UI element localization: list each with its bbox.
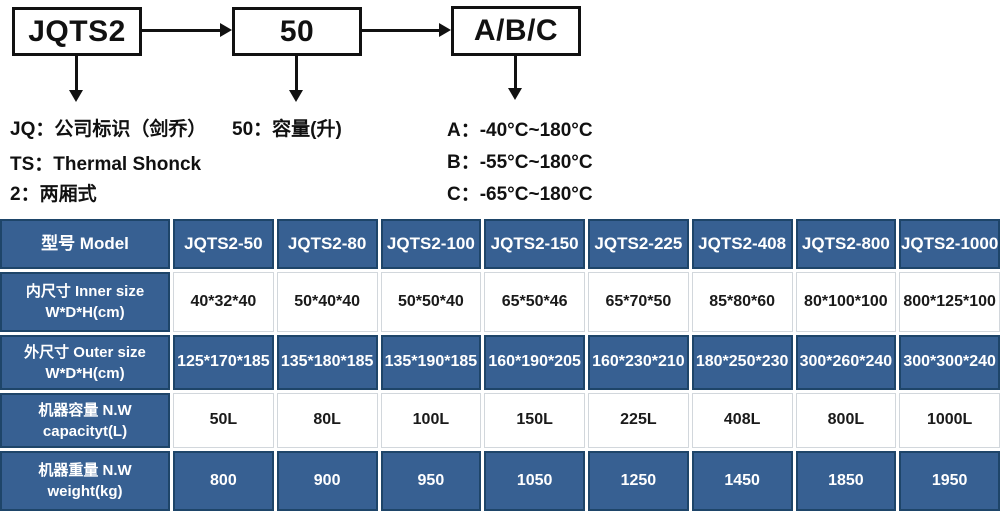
spec-value-cell: 125*170*185 bbox=[173, 335, 274, 390]
capacity-box: 50 bbox=[232, 7, 362, 56]
model-code-diagram: JQTS2 50 A/B/C JQ：公司标识（剑乔） TS：Thermal Sh… bbox=[0, 0, 1000, 219]
arrow-down-icon bbox=[289, 56, 303, 102]
row-label-weight: 机器重量 N.W weight(kg) bbox=[0, 451, 170, 511]
spec-value-cell: 1850 bbox=[795, 451, 897, 511]
spec-value-cell: 225L bbox=[588, 393, 689, 448]
spec-value-cell: 800L bbox=[795, 393, 897, 448]
spec-value-cell: 1950 bbox=[899, 451, 1000, 511]
model-series-box: JQTS2 bbox=[12, 7, 142, 56]
spec-value-cell: 150L bbox=[484, 393, 585, 448]
column-header: JQTS2-800 bbox=[795, 219, 897, 269]
row-label-line: 机器容量 N.W bbox=[38, 401, 132, 419]
column-header-model: 型号 Model bbox=[0, 219, 170, 269]
row-label-line: 机器重量 N.W bbox=[38, 462, 132, 479]
row-label-line: weight(kg) bbox=[47, 483, 123, 500]
spec-value-cell: 300*260*240 bbox=[795, 335, 897, 390]
temp-grade-box: A/B/C bbox=[451, 6, 581, 56]
spec-value-cell: 1450 bbox=[691, 451, 793, 511]
row-label-line: W*D*H(cm) bbox=[45, 364, 125, 382]
note-ts: TS：Thermal Shonck bbox=[10, 154, 202, 175]
note-temp-c: C：-65°C~180°C bbox=[447, 184, 593, 205]
note-temp-a: A：-40°C~180°C bbox=[447, 120, 593, 141]
spec-value-cell: 40*32*40 bbox=[173, 272, 274, 332]
note-two-chamber: 2：两厢式 bbox=[10, 184, 97, 205]
spec-value-cell: 1250 bbox=[588, 451, 689, 511]
spec-value-cell: 900 bbox=[276, 451, 378, 511]
spec-value-cell: 1050 bbox=[484, 451, 585, 511]
spec-value-cell: 50*40*40 bbox=[276, 272, 378, 332]
spec-value-cell: 65*50*46 bbox=[484, 272, 585, 332]
column-header: JQTS2-1000 bbox=[899, 219, 1000, 269]
note-temp-b: B：-55°C~180°C bbox=[447, 152, 593, 173]
row-label-line: 内尺寸 Inner size bbox=[25, 283, 145, 300]
arrow-down-icon bbox=[69, 56, 83, 102]
spec-value-cell: 950 bbox=[380, 451, 482, 511]
spec-value-cell: 80L bbox=[276, 393, 378, 448]
column-header: JQTS2-100 bbox=[380, 219, 482, 269]
row-label-line: 外尺寸 Outer size bbox=[24, 343, 146, 361]
column-header: JQTS2-225 bbox=[588, 219, 689, 269]
arrow-down-icon bbox=[508, 56, 522, 100]
spec-value-cell: 50*50*40 bbox=[380, 272, 482, 332]
row-label-capacity: 机器容量 N.W capacityt(L) bbox=[0, 393, 170, 448]
column-header: JQTS2-80 bbox=[276, 219, 378, 269]
spec-value-cell: 408L bbox=[691, 393, 793, 448]
spec-value-cell: 50L bbox=[173, 393, 274, 448]
spec-value-cell: 160*190*205 bbox=[484, 335, 585, 390]
row-label-line: W*D*H(cm) bbox=[45, 304, 125, 321]
spec-value-cell: 300*300*240 bbox=[899, 335, 1000, 390]
row-label-outer-size: 外尺寸 Outer size W*D*H(cm) bbox=[0, 335, 170, 390]
spec-value-cell: 85*80*60 bbox=[691, 272, 793, 332]
column-header: JQTS2-50 bbox=[173, 219, 274, 269]
spec-value-cell: 65*70*50 bbox=[588, 272, 689, 332]
spec-value-cell: 100L bbox=[380, 393, 482, 448]
column-header: JQTS2-408 bbox=[691, 219, 793, 269]
spec-value-cell: 160*230*210 bbox=[588, 335, 689, 390]
note-jq: JQ：公司标识（剑乔） bbox=[10, 119, 207, 140]
spec-value-cell: 800 bbox=[173, 451, 274, 511]
spec-value-cell: 1000L bbox=[899, 393, 1000, 448]
spec-value-cell: 135*190*185 bbox=[380, 335, 482, 390]
arrow-right-icon bbox=[362, 23, 451, 37]
spec-value-cell: 135*180*185 bbox=[276, 335, 378, 390]
note-capacity: 50：容量(升) bbox=[232, 119, 342, 140]
spec-table: 型号 Model JQTS2-50 JQTS2-80 JQTS2-100 JQT… bbox=[0, 219, 1000, 511]
arrow-right-icon bbox=[142, 23, 232, 37]
spec-value-cell: 800*125*100 bbox=[899, 272, 1000, 332]
spec-value-cell: 180*250*230 bbox=[691, 335, 793, 390]
row-label-inner-size: 内尺寸 Inner size W*D*H(cm) bbox=[0, 272, 170, 332]
row-label-line: capacityt(L) bbox=[42, 422, 128, 440]
column-header: JQTS2-150 bbox=[484, 219, 585, 269]
spec-value-cell: 80*100*100 bbox=[795, 272, 897, 332]
